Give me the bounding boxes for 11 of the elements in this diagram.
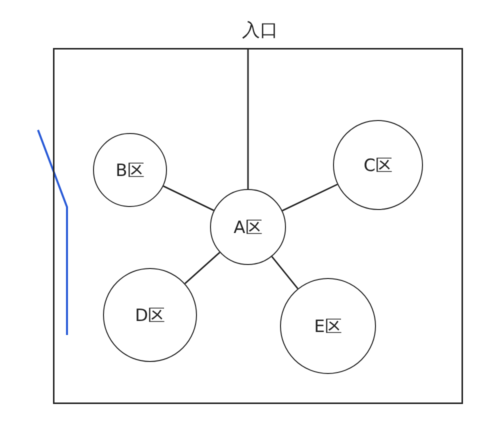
connector-line <box>162 185 214 212</box>
entrance-label: 入口 <box>242 19 278 42</box>
connector-line <box>282 184 338 212</box>
zone-label: C区 <box>364 154 392 176</box>
connector-line <box>247 48 249 189</box>
zone-label: E区 <box>314 316 342 338</box>
zone-label: B区 <box>116 160 144 182</box>
connector-line <box>184 252 220 284</box>
zone-label: D区 <box>134 304 166 326</box>
connector-line <box>271 256 298 290</box>
zone-label: A区 <box>234 216 262 238</box>
